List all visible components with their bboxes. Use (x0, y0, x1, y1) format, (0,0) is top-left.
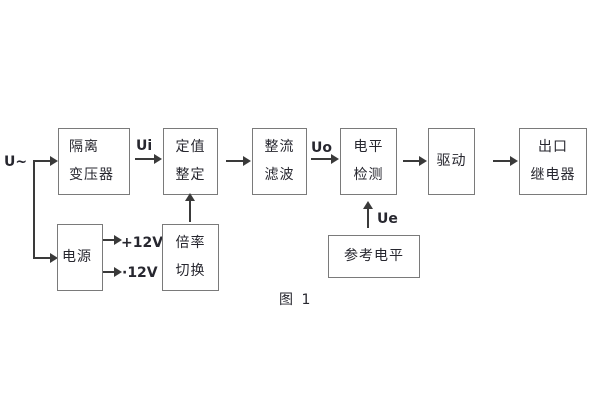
block-ratio-switch: 倍率 切换 (162, 224, 219, 291)
arrow-level-to-drive (403, 156, 427, 166)
block-level-detect: 电平 检测 (340, 128, 397, 195)
block-rectifier-filter-line2: 滤波 (264, 167, 295, 183)
arrow-input-to-power (33, 253, 58, 263)
arrow-power-pos12 (103, 235, 122, 245)
block-isolation-transformer-line2: 变压器 (69, 167, 114, 183)
block-output-relay-line1: 出口 (538, 139, 568, 155)
block-reference-level-label: 参考电平 (344, 248, 404, 264)
block-power-label: 电源 (62, 249, 92, 265)
arrow-uo (311, 154, 339, 164)
power-pos12-label: +12V (121, 235, 164, 251)
arrow-ratio-to-setpoint (185, 193, 195, 222)
block-setpoint-line2: 整定 (175, 167, 206, 183)
signal-ue-label: Ue (377, 211, 398, 227)
block-level-detect-line1: 电平 (353, 139, 384, 155)
block-setpoint: 定值 整定 (163, 128, 218, 195)
block-rectifier-filter-line1: 整流 (264, 139, 295, 155)
block-drive: 驱动 (428, 128, 475, 195)
block-setpoint-line1: 定值 (175, 139, 206, 155)
block-ratio-switch-line2: 切换 (175, 263, 206, 279)
block-output-relay-line2: 继电器 (530, 167, 576, 183)
power-neg12-label: ·12V (122, 265, 158, 281)
block-level-detect-line2: 检测 (353, 167, 384, 183)
block-isolation-transformer-line1: 隔离 (69, 139, 99, 155)
signal-uo-label: Uo (311, 140, 332, 156)
input-branch-line (33, 160, 35, 259)
signal-ui-label: Ui (136, 138, 153, 154)
arrow-setpoint-to-rectifier (226, 156, 251, 166)
block-rectifier-filter: 整流 滤波 (252, 128, 307, 195)
block-ratio-switch-line1: 倍率 (175, 235, 206, 251)
block-isolation-transformer: 隔离 变压器 (58, 128, 130, 195)
figure-caption: 图 1 (279, 292, 313, 308)
input-voltage-label: U~ (4, 154, 28, 170)
arrow-power-neg12 (103, 267, 122, 277)
arrow-ue (363, 201, 373, 228)
arrow-drive-to-relay (493, 156, 518, 166)
arrow-ui (135, 154, 162, 164)
arrow-input-to-transformer (33, 156, 58, 166)
block-power: 电源 (57, 224, 103, 291)
block-reference-level: 参考电平 (328, 235, 420, 278)
block-output-relay: 出口 继电器 (519, 128, 587, 195)
block-drive-label: 驱动 (436, 153, 467, 169)
